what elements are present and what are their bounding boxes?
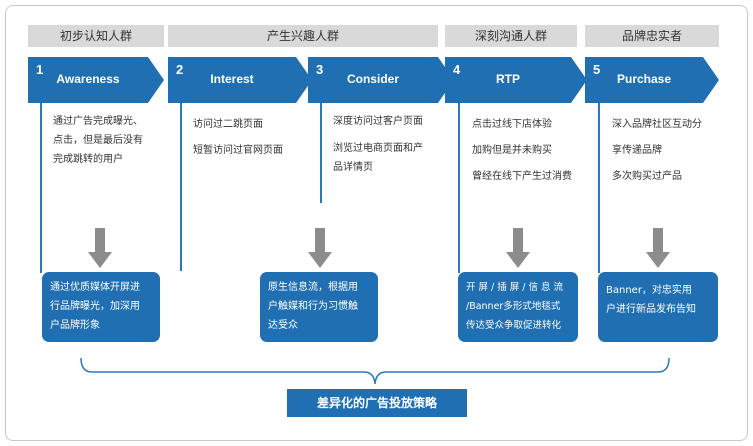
strategy-line: 达受众 (268, 320, 298, 331)
description-line: 通过广告完成曝光、 (53, 116, 143, 127)
stage-label: Interest (210, 72, 254, 86)
grouping-brace (80, 358, 670, 385)
description-line: 加购但是并未购买 (472, 145, 552, 156)
stage-description-consider: 深度访问过客户页面 浏览过电商页面和产 品详情页 (333, 112, 423, 177)
phase-header-interest: 产生兴趣人群 (168, 25, 438, 47)
strategy-line: 行品牌曝光，加深用 (50, 301, 140, 312)
down-arrow-icon (308, 228, 332, 268)
strategy-line: 户进行新品发布告知 (606, 304, 696, 315)
stage-description-awareness: 通过广告完成曝光、 点击，但是最后没有 完成跳转的用户 (53, 112, 143, 169)
stage-label: Purchase (616, 72, 672, 86)
stage-label: Consider (346, 72, 399, 86)
stage-number: 5 (593, 62, 601, 77)
strategy-line: 原生信息流，根据用 (268, 282, 358, 293)
stage-label: RTP (496, 72, 520, 86)
strategy-line: /Banner多形式地毯式 (466, 301, 561, 312)
connector-line (180, 103, 182, 271)
strategy-line: 通过优质媒体开屏进 (50, 282, 140, 293)
strategy-box-awareness: 通过优质媒体开屏进 行品牌曝光，加深用 户品牌形象 (42, 272, 160, 342)
summary-banner: 差异化的广告投放策略 (287, 389, 467, 417)
description-line: 短暂访问过官网页面 (193, 145, 283, 156)
stage-description-purchase: 深入品牌社区互动分 享传递品牌 多次购买过产品 (612, 112, 702, 190)
description-line: 点击，但是最后没有 (53, 135, 143, 146)
stage-description-interest: 访问过二跳页面 短暂访问过官网页面 (193, 112, 283, 164)
down-arrow-icon (646, 228, 670, 268)
description-line: 浏览过电商页面和产 (333, 143, 423, 154)
stage-awareness: 1 Awareness (28, 57, 148, 103)
strategy-box-rtp: 开 屏 / 插 屏 / 信 息 流 /Banner多形式地毯式 传达受众争取促进… (458, 272, 578, 342)
phase-header-deep: 深刻沟通人群 (445, 25, 577, 47)
description-line: 深入品牌社区互动分 (612, 119, 702, 130)
strategy-box-purchase: Banner，对忠实用 户进行新品发布告知 (598, 272, 718, 342)
phase-header-awareness: 初步认知人群 (28, 25, 164, 47)
strategy-line: 户品牌形象 (50, 320, 100, 331)
stage-purchase: 5 Purchase (585, 57, 703, 103)
description-line: 曾经在线下产生过消费 (472, 171, 572, 182)
description-line: 完成跳转的用户 (53, 154, 123, 165)
description-line: 品详情页 (333, 162, 373, 173)
description-line: 多次购买过产品 (612, 171, 682, 182)
stage-label: Awareness (56, 72, 120, 86)
strategy-line: 户触媒和行为习惯触 (268, 301, 358, 312)
description-line: 点击过线下店体验 (472, 119, 552, 130)
stage-number: 3 (316, 62, 324, 77)
down-arrow-icon (506, 228, 530, 268)
connector-line (458, 103, 460, 273)
description-line: 享传递品牌 (612, 145, 662, 156)
strategy-box-interest: 原生信息流，根据用 户触媒和行为习惯触 达受众 (260, 272, 378, 342)
strategy-line: 传达受众争取促进转化 (466, 320, 562, 331)
stage-arrow-tip (571, 57, 587, 103)
stage-number: 2 (176, 62, 184, 77)
connector-line (40, 103, 42, 273)
stage-number: 4 (453, 62, 461, 77)
connector-line (598, 103, 600, 273)
stage-consider: 3 Consider (308, 57, 438, 103)
description-line: 深度访问过客户页面 (333, 116, 423, 127)
strategy-line: 开 屏 / 插 屏 / 信 息 流 (466, 282, 564, 293)
strategy-line: Banner，对忠实用 (606, 285, 692, 296)
down-arrow-icon (88, 228, 112, 268)
stage-interest: 2 Interest (168, 57, 296, 103)
stage-arrow-tip (148, 57, 164, 103)
stage-arrow-tip (703, 57, 719, 103)
stage-description-rtp: 点击过线下店体验 加购但是并未购买 曾经在线下产生过消费 (472, 112, 572, 190)
stage-number: 1 (36, 62, 44, 77)
phase-header-loyal: 品牌忠实者 (585, 25, 719, 47)
stage-rtp: 4 RTP (445, 57, 571, 103)
connector-line (320, 103, 322, 203)
description-line: 访问过二跳页面 (193, 119, 263, 130)
